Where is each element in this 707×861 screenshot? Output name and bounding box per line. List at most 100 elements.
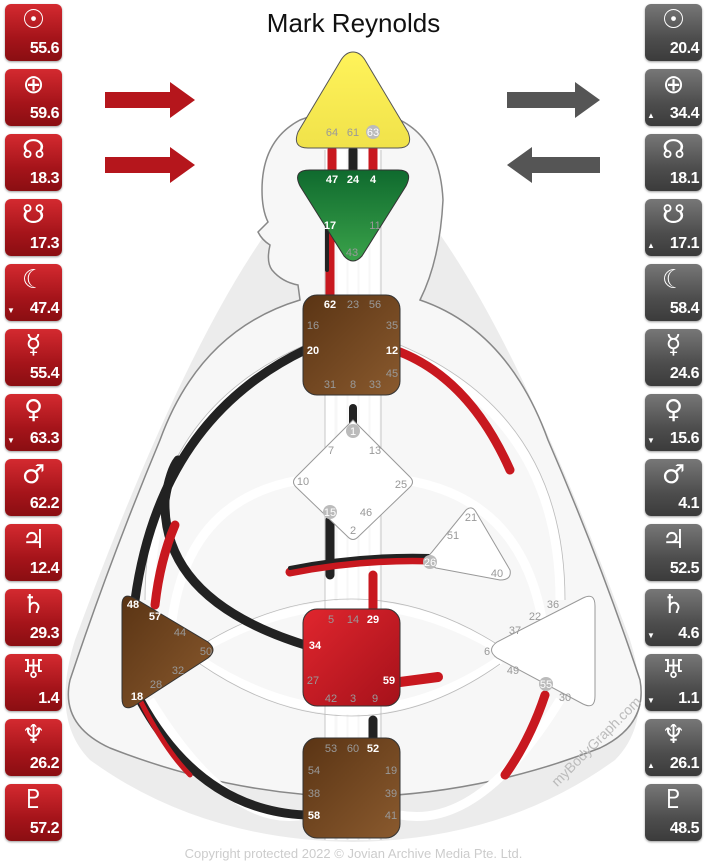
- personality-planet-moon[interactable]: ☾58.4: [645, 264, 702, 321]
- gate-11[interactable]: 11: [369, 220, 380, 232]
- gate-58[interactable]: 58: [308, 810, 320, 822]
- gate-25[interactable]: 25: [395, 479, 407, 491]
- gate-34[interactable]: 34: [309, 640, 322, 652]
- gate-22[interactable]: 22: [529, 611, 541, 623]
- design-planet-saturn[interactable]: ♄29.3: [5, 589, 62, 646]
- personality-planet-mars[interactable]: ♂4.1: [645, 459, 702, 516]
- gate-4[interactable]: 4: [370, 174, 377, 186]
- design-planet-venus[interactable]: ♀▼63.3: [5, 394, 62, 451]
- gate-54[interactable]: 54: [308, 765, 320, 777]
- design-planet-uranus[interactable]: ♅1.4: [5, 654, 62, 711]
- gate-14[interactable]: 14: [347, 614, 359, 626]
- gate-28[interactable]: 28: [150, 679, 162, 691]
- sacral-center[interactable]: [302, 608, 401, 707]
- gate-36[interactable]: 36: [547, 599, 559, 611]
- gate-3[interactable]: 3: [350, 693, 356, 705]
- design-planet-mercury[interactable]: ☿55.4: [5, 329, 62, 386]
- gate-17[interactable]: 17: [324, 220, 336, 232]
- gate-35[interactable]: 35: [386, 320, 398, 332]
- gate-62[interactable]: 62: [324, 299, 336, 311]
- personality-planet-north-node[interactable]: ☊18.1: [645, 134, 702, 191]
- gate-31[interactable]: 31: [324, 379, 336, 391]
- gate-63[interactable]: 63: [367, 127, 379, 139]
- design-planet-neptune[interactable]: ♆26.2: [5, 719, 62, 776]
- gate-19[interactable]: 19: [385, 765, 397, 777]
- design-planet-jupiter[interactable]: ♃12.4: [5, 524, 62, 581]
- solar-plexus-center[interactable]: [491, 595, 596, 707]
- gate-64[interactable]: 64: [326, 127, 338, 139]
- gate-1[interactable]: 1: [350, 426, 356, 438]
- gate-43[interactable]: 43: [346, 247, 358, 259]
- gate-52[interactable]: 52: [367, 743, 379, 755]
- throat-center[interactable]: [302, 294, 401, 396]
- gate-53[interactable]: 53: [325, 743, 337, 755]
- spleen-center[interactable]: [121, 595, 214, 709]
- gate-59[interactable]: 59: [383, 675, 395, 687]
- gate-8[interactable]: 8: [350, 379, 356, 391]
- gate-45[interactable]: 45: [386, 368, 398, 380]
- gate-13[interactable]: 13: [369, 445, 381, 457]
- gate-26[interactable]: 26: [424, 557, 436, 569]
- gate-18[interactable]: 18: [131, 691, 143, 703]
- gate-15[interactable]: 15: [324, 507, 336, 519]
- gate-41[interactable]: 41: [385, 810, 397, 822]
- gate-23[interactable]: 23: [347, 299, 359, 311]
- gate-2[interactable]: 2: [350, 525, 356, 537]
- design-planet-sun[interactable]: ☉55.6: [5, 4, 62, 61]
- gate-61[interactable]: 61: [347, 127, 359, 139]
- gate-12[interactable]: 12: [386, 345, 398, 357]
- personality-planet-uranus[interactable]: ♅▼1.1: [645, 654, 702, 711]
- gate-29[interactable]: 29: [367, 614, 379, 626]
- gate-10[interactable]: 10: [297, 476, 309, 488]
- personality-planet-earth[interactable]: ⊕▲34.4: [645, 69, 702, 126]
- personality-planet-south-node[interactable]: ☋▲17.1: [645, 199, 702, 256]
- design-planet-moon[interactable]: ☾▼47.4: [5, 264, 62, 321]
- personality-planet-saturn[interactable]: ♄▼4.6: [645, 589, 702, 646]
- gate-50[interactable]: 50: [200, 646, 212, 658]
- gate-line-value: 4.6: [678, 625, 699, 642]
- design-planet-earth[interactable]: ⊕59.6: [5, 69, 62, 126]
- design-planet-south-node[interactable]: ☋17.3: [5, 199, 62, 256]
- gate-21[interactable]: 21: [465, 512, 477, 524]
- gate-57[interactable]: 57: [149, 611, 161, 623]
- gate-40[interactable]: 40: [491, 568, 503, 580]
- gate-39[interactable]: 39: [385, 788, 397, 800]
- personality-planet-sun[interactable]: ☉20.4: [645, 4, 702, 61]
- gate-49[interactable]: 49: [507, 665, 519, 677]
- gate-55[interactable]: 55: [540, 679, 552, 691]
- gate-56[interactable]: 56: [369, 299, 381, 311]
- gate-51[interactable]: 51: [447, 530, 459, 542]
- gate-48[interactable]: 48: [127, 599, 139, 611]
- personality-planet-jupiter[interactable]: ♃52.5: [645, 524, 702, 581]
- personality-planet-venus[interactable]: ♀▼15.6: [645, 394, 702, 451]
- line-marker: ▼: [647, 631, 655, 640]
- design-planet-mars[interactable]: ♂62.2: [5, 459, 62, 516]
- gate-16[interactable]: 16: [307, 320, 319, 332]
- gate-44[interactable]: 44: [174, 627, 186, 639]
- gate-32[interactable]: 32: [172, 665, 184, 677]
- gate-9[interactable]: 9: [372, 693, 378, 705]
- gate-46[interactable]: 46: [360, 507, 372, 519]
- design-planet-pluto[interactable]: ♇57.2: [5, 784, 62, 841]
- gate-33[interactable]: 33: [369, 379, 381, 391]
- gate-38[interactable]: 38: [308, 788, 320, 800]
- gate-6[interactable]: 6: [484, 646, 490, 658]
- gate-37[interactable]: 37: [509, 625, 521, 637]
- gate-7[interactable]: 7: [328, 445, 334, 457]
- personality-planet-pluto[interactable]: ♇48.5: [645, 784, 702, 841]
- personality-planet-neptune[interactable]: ♆▲26.1: [645, 719, 702, 776]
- gate-30[interactable]: 30: [559, 692, 571, 704]
- design-planet-north-node[interactable]: ☊18.3: [5, 134, 62, 191]
- root-center[interactable]: [302, 737, 401, 839]
- gate-24[interactable]: 24: [347, 174, 360, 186]
- gate-42[interactable]: 42: [325, 693, 337, 705]
- gate-5[interactable]: 5: [328, 614, 334, 626]
- gate-60[interactable]: 60: [347, 743, 359, 755]
- head-center[interactable]: [295, 51, 411, 149]
- g-center[interactable]: [293, 419, 413, 540]
- gate-20[interactable]: 20: [307, 345, 319, 357]
- gate-47[interactable]: 47: [326, 174, 338, 186]
- ajna-center[interactable]: [297, 169, 410, 262]
- personality-planet-mercury[interactable]: ☿24.6: [645, 329, 702, 386]
- gate-27[interactable]: 27: [307, 675, 319, 687]
